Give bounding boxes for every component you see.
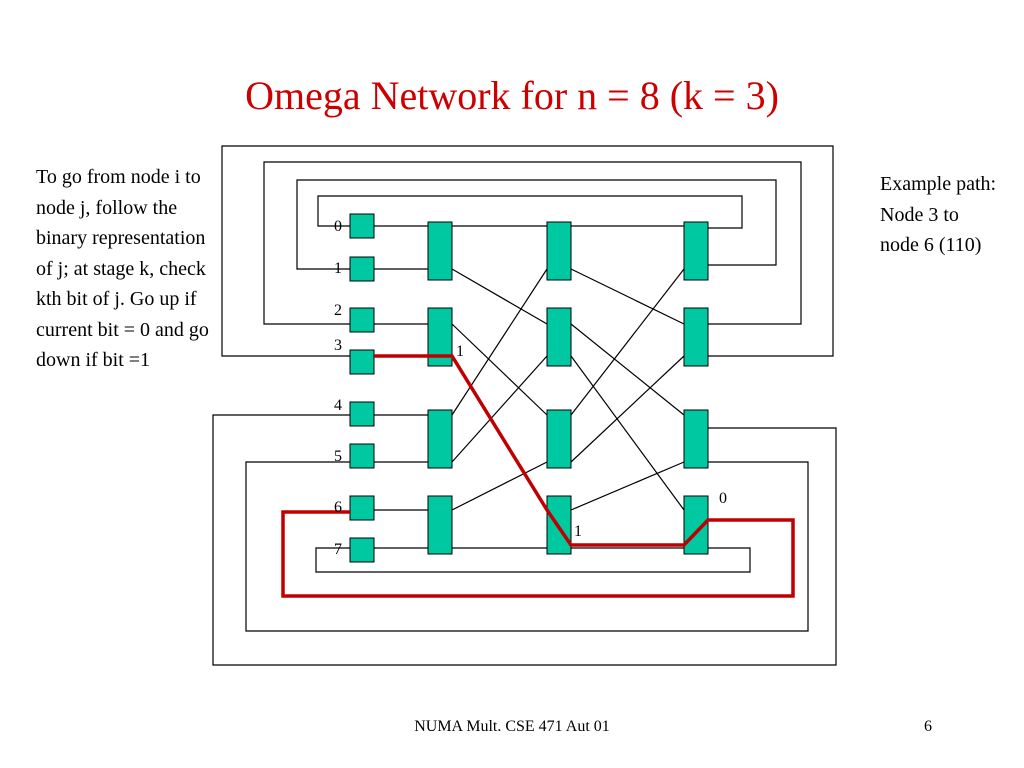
bit-label-stage-2: 1 <box>574 523 582 540</box>
stage-1-switches <box>427 221 453 555</box>
switch-s3-0 <box>683 221 709 281</box>
path-bit-labels: 1 1 0 <box>456 343 727 540</box>
shuffle-wires-stage2-3 <box>570 225 685 549</box>
node-label-0: 0 <box>334 218 342 235</box>
upper-feedback-loops <box>221 145 834 357</box>
page-number: 6 <box>924 718 932 735</box>
input-node-2 <box>349 307 375 333</box>
bit-label-stage-3: 0 <box>719 490 727 507</box>
example-route-path <box>281 354 795 598</box>
switch-s2-0 <box>546 221 572 281</box>
node-label-2: 2 <box>334 302 342 319</box>
node-label-6: 6 <box>334 499 342 516</box>
footer-text: NUMA Mult. CSE 471 Aut 01 <box>414 718 610 735</box>
node-label-5: 5 <box>334 448 342 465</box>
switch-s3-1 <box>683 307 709 367</box>
switch-s2-2 <box>546 409 572 469</box>
input-wires <box>374 225 428 549</box>
page-title: Omega Network for n = 8 (k = 3) <box>245 73 779 118</box>
routing-explanation: To go from node i to node j, follow the … <box>36 166 209 371</box>
input-nodes <box>349 213 375 563</box>
switch-s1-2 <box>427 409 453 469</box>
stage-3-switches <box>683 221 709 555</box>
stage-2-switches <box>546 221 572 555</box>
input-node-4 <box>349 401 375 427</box>
switch-s1-0 <box>427 221 453 281</box>
node-label-1: 1 <box>334 260 342 277</box>
shuffle-wires-stage1-2 <box>451 225 548 549</box>
switch-s1-3 <box>427 495 453 555</box>
switch-s2-1 <box>546 307 572 367</box>
node-label-4: 4 <box>334 397 342 414</box>
input-node-1 <box>349 256 375 282</box>
node-label-7: 7 <box>334 541 342 558</box>
input-node-3 <box>349 349 375 375</box>
switch-s3-2 <box>683 409 709 469</box>
lower-feedback-loops <box>212 414 837 666</box>
input-node-5 <box>349 443 375 469</box>
node-labels: 0 1 2 3 4 5 6 7 <box>334 218 342 558</box>
example-path-note: Example path: Node 3 to node 6 (110) <box>880 173 997 256</box>
bit-label-stage-1: 1 <box>456 343 464 360</box>
input-node-0 <box>349 213 375 239</box>
input-node-6 <box>349 495 375 521</box>
node-label-3: 3 <box>334 337 342 354</box>
input-node-7 <box>349 537 375 563</box>
